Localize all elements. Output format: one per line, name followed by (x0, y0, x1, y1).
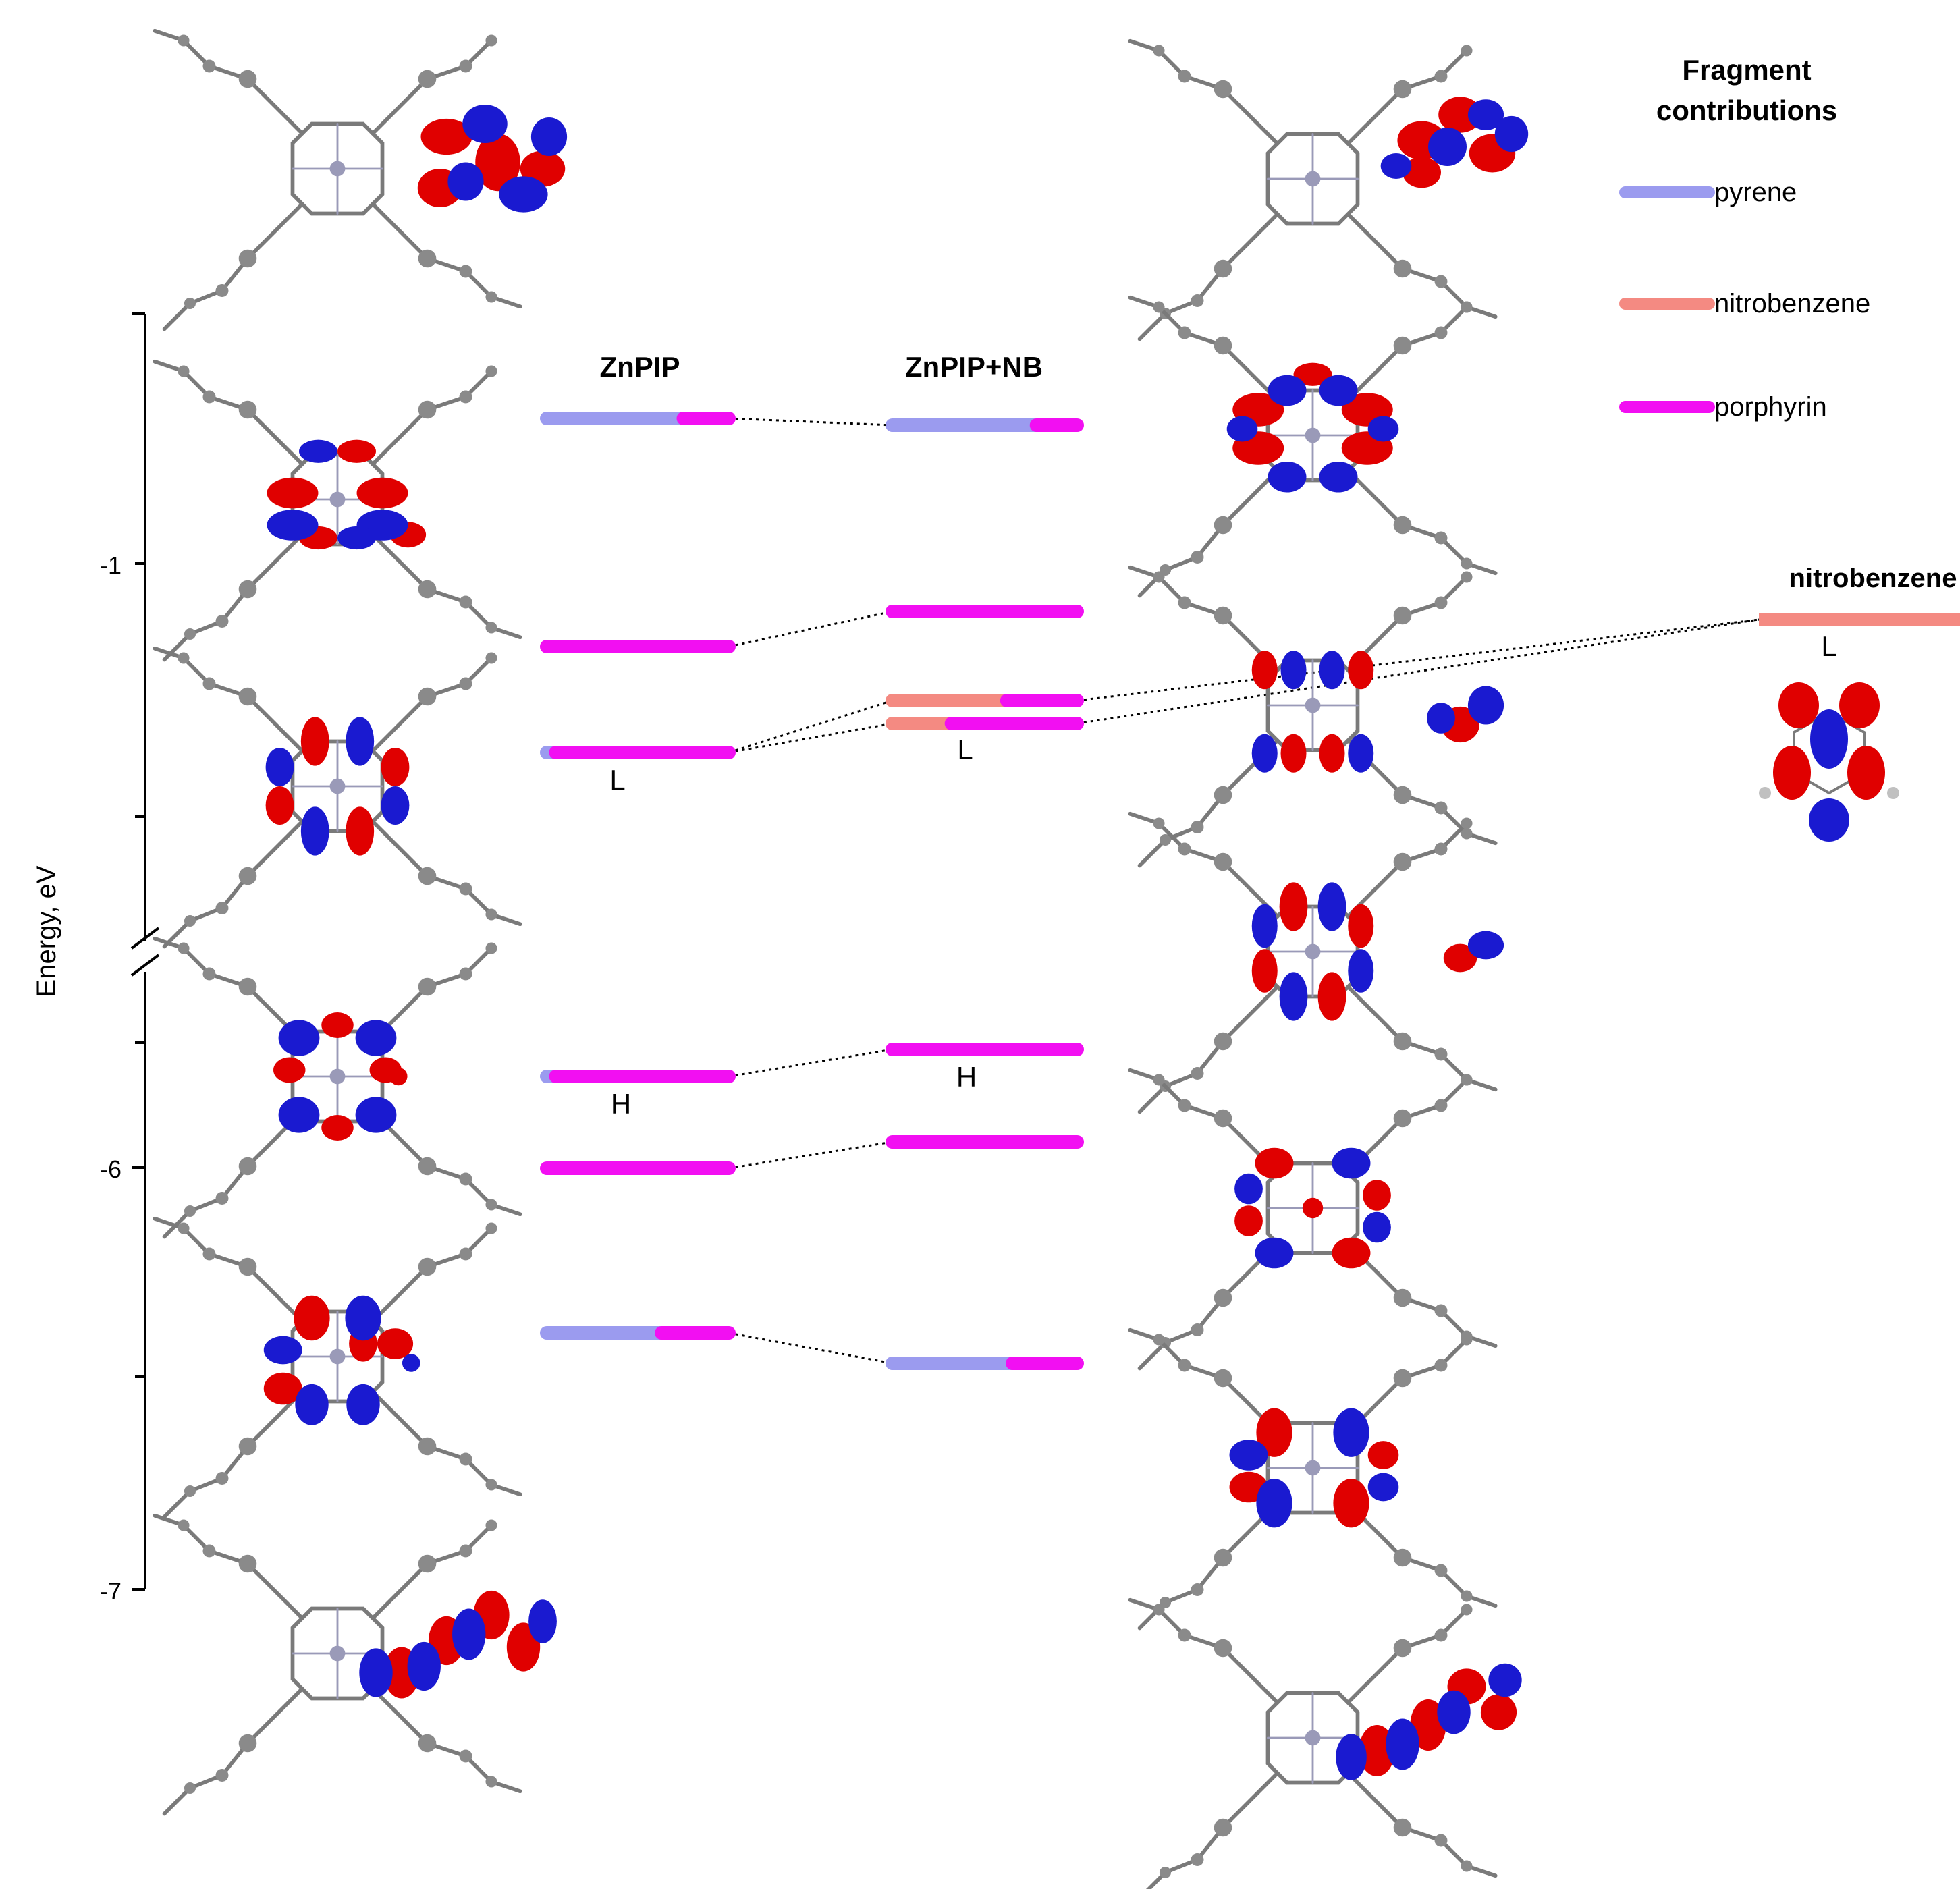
orbital-image-zn-lumo (155, 649, 520, 947)
tick-label-minus7: -7 (100, 1577, 121, 1605)
legend-label-porphyrin: porphyrin (1714, 392, 1827, 422)
tick-label-minus1: -1 (100, 551, 121, 579)
legend: Fragment contributions pyrene nitrobenze… (1619, 54, 1870, 422)
znpip-levels (540, 412, 736, 1340)
tick-label-minus6: -6 (100, 1155, 121, 1183)
orbital-image-complex-lumo (1130, 814, 1504, 1112)
orbital-image-complex-lumo2 (1130, 298, 1496, 596)
axis-label: Energy, eV (32, 865, 61, 997)
orbital-image-complex-homo (1130, 1070, 1496, 1369)
orbital-image-complex-lumo3 (1130, 41, 1529, 339)
complex-homo-label: H (956, 1061, 977, 1093)
column-header-znpip: ZnPIP (599, 351, 680, 383)
column-header-znpip-nb: ZnPIP+NB (905, 351, 1043, 383)
legend-title-line1: Fragment (1682, 54, 1811, 86)
column-header-nitrobenzene: nitrobenzene (1789, 564, 1957, 593)
orbital-image-zn-homo1 (155, 1219, 520, 1517)
energy-axis: -1 -6 -7 Energy, eV (32, 312, 160, 1605)
legend-title-line2: contributions (1656, 94, 1837, 126)
complex-lumo-label: L (957, 734, 973, 765)
orbital-image-complex-homo1 (1130, 1330, 1496, 1628)
complex-levels (886, 418, 1084, 1370)
nb-lumo-label: L (1821, 630, 1836, 662)
orbital-image-zn-lumo2 (155, 362, 520, 660)
level-connectors (728, 417, 1760, 1365)
orbital-image-zn-homo2 (155, 1516, 557, 1814)
complex-orbital-images (1130, 41, 1529, 1889)
orbital-image-zn-homo (155, 939, 520, 1237)
orbital-image-nb-lumo (1759, 682, 1899, 842)
legend-label-pyrene: pyrene (1714, 177, 1797, 207)
zn-homo-label: H (611, 1088, 631, 1120)
znpip-orbital-images (155, 31, 568, 1814)
zn-lumo-label: L (609, 764, 625, 796)
orbital-image-complex-lumo1 (1130, 568, 1504, 866)
legend-label-nitrobenzene: nitrobenzene (1714, 289, 1870, 319)
orbital-image-complex-homo2 (1130, 1600, 1522, 1889)
orbital-image-zn-lumo3 (155, 31, 568, 329)
